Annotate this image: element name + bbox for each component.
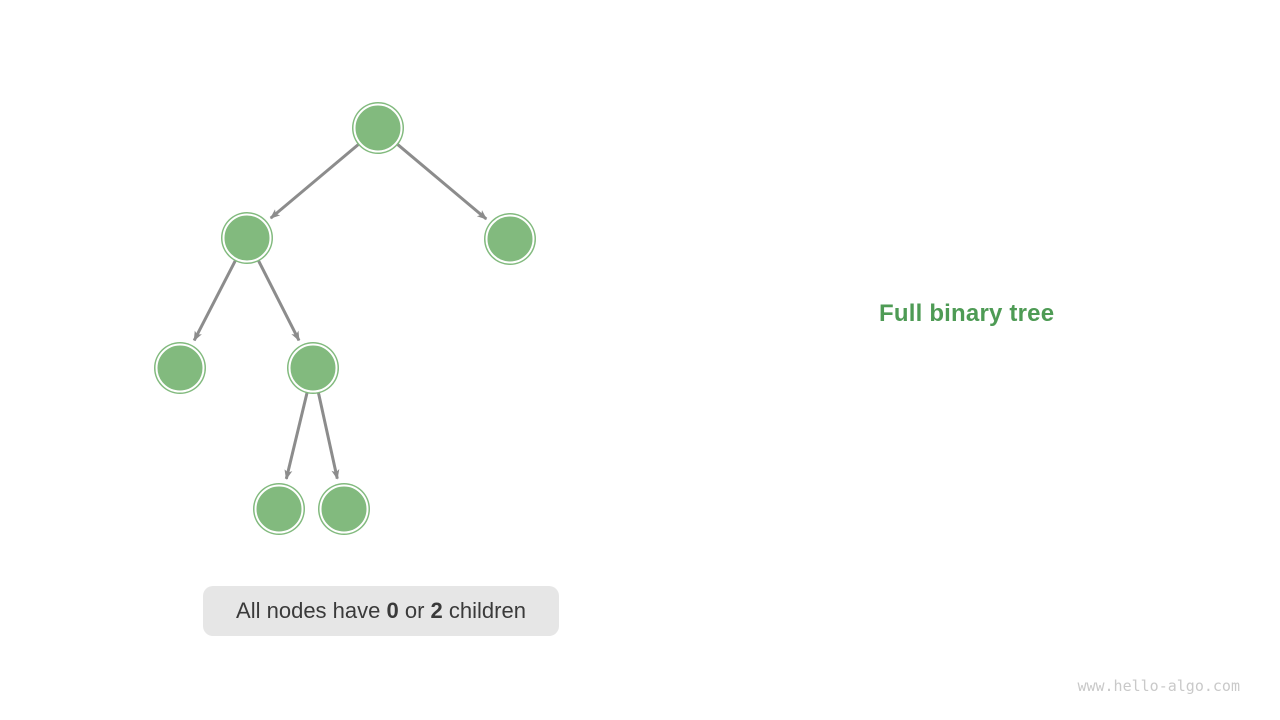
caption-text: or bbox=[398, 598, 431, 623]
tree-node-left-right-right bbox=[318, 483, 370, 535]
caption-bold-zero: 0 bbox=[386, 598, 399, 623]
tree-node-left-right bbox=[287, 342, 339, 394]
tree-node-root bbox=[352, 102, 404, 154]
caption-text: children bbox=[442, 598, 526, 623]
tree-node-right bbox=[484, 213, 536, 265]
tree-node-left-left bbox=[154, 342, 206, 394]
node-inner-ring bbox=[353, 103, 403, 153]
node-inner-ring bbox=[485, 214, 535, 264]
caption-box: All nodes have 0 or 2 children bbox=[203, 586, 559, 636]
node-disc bbox=[484, 213, 536, 265]
node-disc bbox=[253, 483, 305, 535]
tree-node-left bbox=[221, 212, 273, 264]
watermark: www.hello-algo.com bbox=[1077, 677, 1240, 695]
caption-text: All nodes have bbox=[236, 598, 387, 623]
node-disc bbox=[352, 102, 404, 154]
tree-node-left-right-left bbox=[253, 483, 305, 535]
node-inner-ring bbox=[288, 343, 338, 393]
tree-nodes bbox=[154, 102, 536, 535]
node-inner-ring bbox=[319, 484, 369, 534]
node-inner-ring bbox=[254, 484, 304, 534]
node-inner-ring bbox=[155, 343, 205, 393]
node-disc bbox=[154, 342, 206, 394]
node-disc bbox=[221, 212, 273, 264]
node-disc bbox=[287, 342, 339, 394]
caption-bold-two: 2 bbox=[430, 598, 443, 623]
diagram-title: Full binary tree bbox=[879, 300, 1055, 327]
tree-edges bbox=[192, 126, 488, 480]
node-disc bbox=[318, 483, 370, 535]
node-inner-ring bbox=[222, 213, 272, 263]
